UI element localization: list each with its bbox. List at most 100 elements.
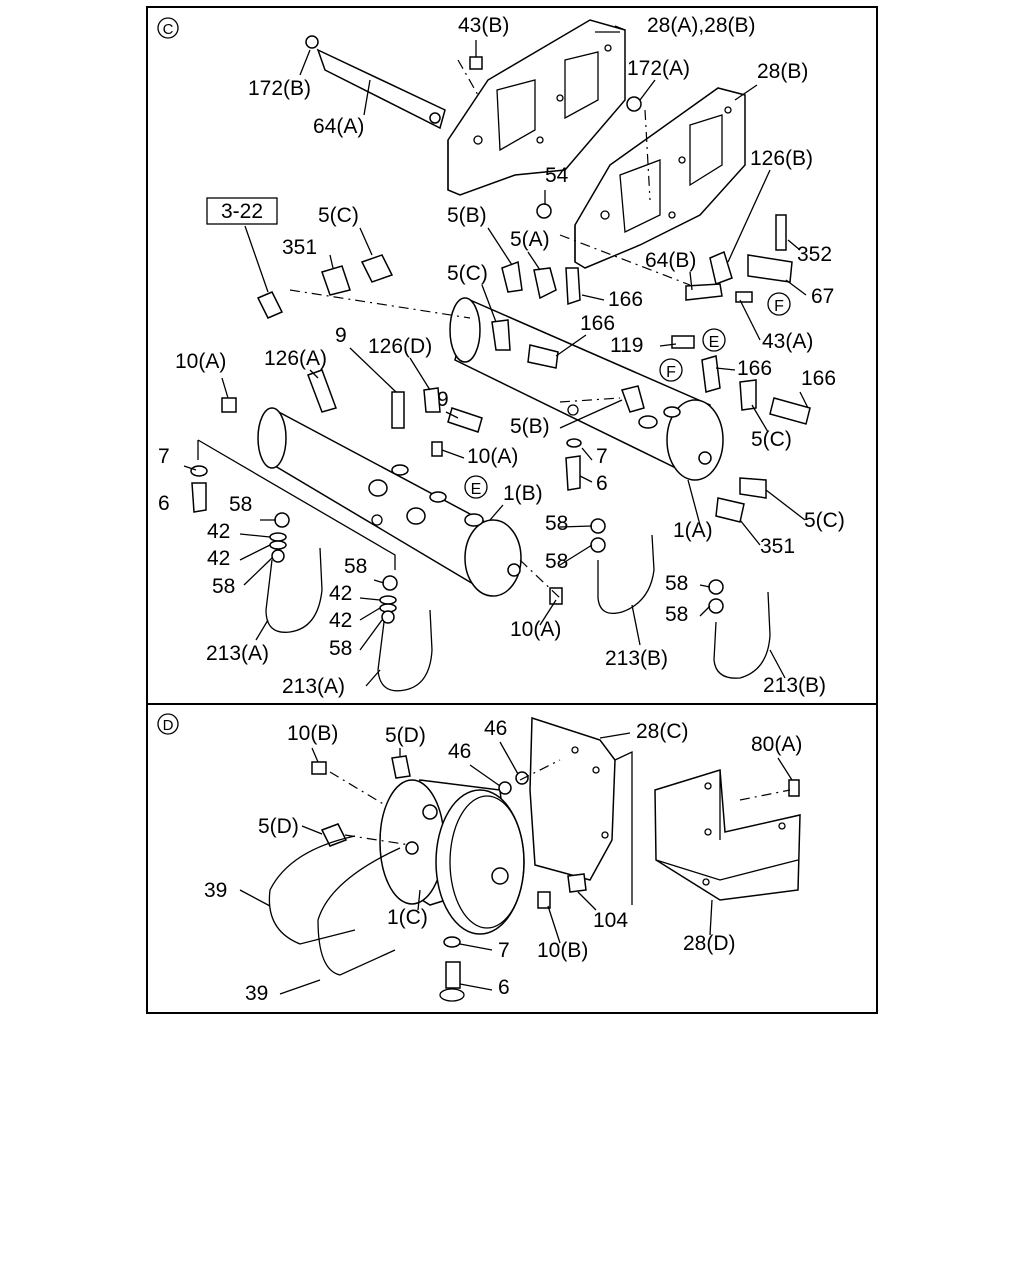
marker-f-1: F <box>767 292 791 316</box>
svg-text:46: 46 <box>484 717 507 740</box>
alignment-line <box>197 439 396 570</box>
svg-text:5(C): 5(C) <box>447 262 488 285</box>
svg-text:5(B): 5(B) <box>510 415 550 438</box>
svg-text:F: F <box>666 364 676 381</box>
fittings-group <box>190 214 811 605</box>
svg-text:67: 67 <box>811 285 834 308</box>
mounting-plate-28b <box>574 87 746 269</box>
svg-text:9: 9 <box>437 388 449 411</box>
svg-text:58: 58 <box>545 512 568 535</box>
svg-text:10(A): 10(A) <box>467 445 518 468</box>
nut-54 <box>536 203 552 219</box>
svg-text:46: 46 <box>448 740 471 763</box>
svg-text:28(D): 28(D) <box>683 932 736 955</box>
svg-text:58: 58 <box>329 637 352 660</box>
svg-text:1(A): 1(A) <box>673 519 713 542</box>
svg-text:6: 6 <box>498 976 510 999</box>
svg-text:5(A): 5(A) <box>510 228 550 251</box>
svg-text:58: 58 <box>212 575 235 598</box>
section-d-frame <box>146 703 878 1014</box>
svg-text:28(A),28(B): 28(A),28(B) <box>647 14 756 37</box>
svg-text:80(A): 80(A) <box>751 733 802 756</box>
svg-text:351: 351 <box>282 236 317 259</box>
svg-text:58: 58 <box>344 555 367 578</box>
svg-text:D: D <box>163 717 174 734</box>
svg-text:E: E <box>471 481 482 498</box>
svg-text:351: 351 <box>760 535 795 558</box>
svg-text:9: 9 <box>335 324 347 347</box>
section-d-leaders <box>239 732 793 995</box>
svg-text:5(C): 5(C) <box>751 428 792 451</box>
air-tank-1b <box>257 407 522 597</box>
svg-text:10(A): 10(A) <box>510 618 561 641</box>
section-c-leaders <box>183 31 809 687</box>
u-bolts-section-c <box>265 512 771 692</box>
svg-text:10(A): 10(A) <box>175 350 226 373</box>
plug-fitting <box>256 291 284 319</box>
nut-43b <box>469 40 483 70</box>
section-d-labels: 10(B) 5(D) 46 46 28(C) 80(A) 5(D) 39 1(C… <box>204 717 802 1005</box>
svg-text:3-22: 3-22 <box>221 200 263 223</box>
svg-text:64(B): 64(B) <box>645 249 696 272</box>
svg-text:39: 39 <box>204 879 227 902</box>
svg-text:213(B): 213(B) <box>605 647 668 670</box>
svg-text:58: 58 <box>665 603 688 626</box>
nut-172a <box>626 96 642 112</box>
svg-text:172(B): 172(B) <box>248 77 311 100</box>
svg-text:54: 54 <box>545 164 569 187</box>
section-c-marker: C <box>157 17 179 39</box>
svg-text:43(B): 43(B) <box>458 14 509 37</box>
svg-text:7: 7 <box>158 445 170 468</box>
air-tank-1c <box>379 779 525 935</box>
svg-text:126(D): 126(D) <box>368 335 432 358</box>
bracket-64a <box>305 35 446 130</box>
svg-text:166: 166 <box>801 367 836 390</box>
marker-e-1: E <box>702 328 726 352</box>
svg-text:126(B): 126(B) <box>750 147 813 170</box>
svg-text:5(B): 5(B) <box>447 204 487 227</box>
section-c-labels: 43(B) 28(A),28(B) 172(B) 172(A) 28(B) 64… <box>158 14 845 698</box>
svg-text:213(A): 213(A) <box>282 675 345 698</box>
svg-text:1(B): 1(B) <box>503 482 543 505</box>
section-d-marker: D <box>157 713 179 735</box>
bracket-28c <box>529 716 633 905</box>
svg-text:213(A): 213(A) <box>206 642 269 665</box>
svg-text:39: 39 <box>245 982 268 1005</box>
svg-text:5(C): 5(C) <box>804 509 845 532</box>
svg-text:10(B): 10(B) <box>537 939 588 962</box>
svg-text:7: 7 <box>498 939 510 962</box>
svg-text:F: F <box>774 298 784 315</box>
svg-text:5(C): 5(C) <box>318 204 359 227</box>
u-bolts-section-d <box>268 835 401 976</box>
svg-text:7: 7 <box>596 445 608 468</box>
svg-text:E: E <box>709 334 720 351</box>
svg-text:42: 42 <box>207 547 230 570</box>
svg-text:28(B): 28(B) <box>757 60 808 83</box>
svg-text:166: 166 <box>580 312 615 335</box>
svg-text:6: 6 <box>596 472 608 495</box>
svg-text:58: 58 <box>229 493 252 516</box>
d-fittings <box>311 755 800 1002</box>
marker-e-2: E <box>464 475 488 499</box>
svg-text:10(B): 10(B) <box>287 722 338 745</box>
svg-text:104: 104 <box>593 909 628 932</box>
svg-text:43(A): 43(A) <box>762 330 813 353</box>
svg-text:213(B): 213(B) <box>763 674 826 697</box>
svg-text:119: 119 <box>610 334 643 357</box>
svg-text:5(D): 5(D) <box>385 724 426 747</box>
svg-text:42: 42 <box>329 609 352 632</box>
svg-text:58: 58 <box>545 550 568 573</box>
svg-text:172(A): 172(A) <box>627 57 690 80</box>
svg-text:64(A): 64(A) <box>313 115 364 138</box>
svg-text:166: 166 <box>608 288 643 311</box>
svg-text:126(A): 126(A) <box>264 347 327 370</box>
mounting-plate-28a <box>447 19 626 196</box>
svg-text:1(C): 1(C) <box>387 906 428 929</box>
svg-text:42: 42 <box>207 520 230 543</box>
svg-text:C: C <box>163 21 174 38</box>
svg-text:352: 352 <box>797 243 832 266</box>
svg-text:42: 42 <box>329 582 352 605</box>
svg-text:166: 166 <box>737 357 772 380</box>
svg-text:5(D): 5(D) <box>258 815 299 838</box>
